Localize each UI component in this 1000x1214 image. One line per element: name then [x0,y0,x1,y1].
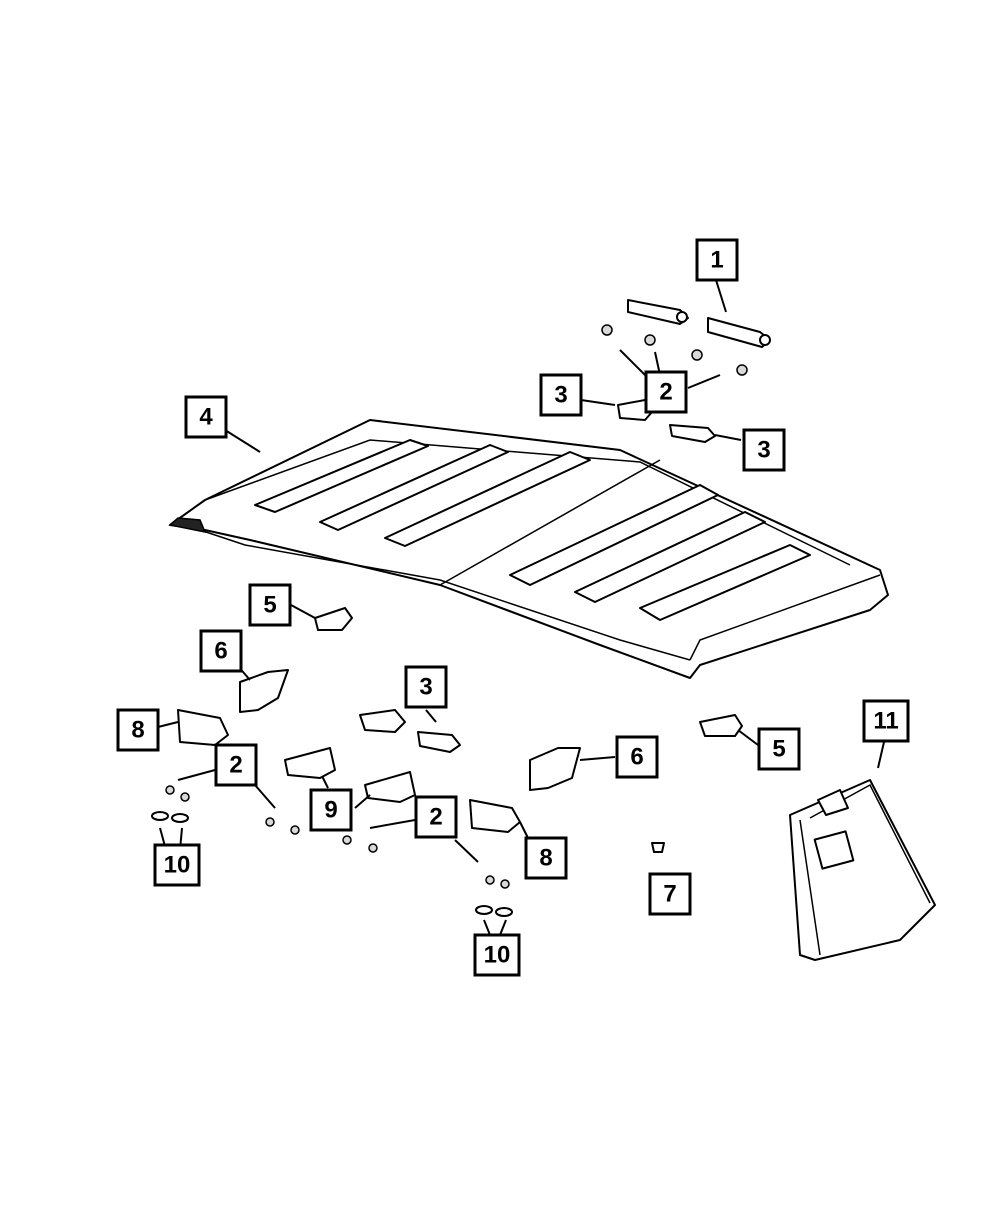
callout-label: 7 [663,881,676,908]
callout-10-right: 10 [473,933,521,977]
hinge-part-8 [177,709,521,833]
callout-10-left: 10 [153,843,201,887]
callout-label: 2 [659,379,672,406]
callout-label: 8 [131,717,144,744]
callout-label: 4 [199,404,213,431]
callout-7: 7 [648,872,692,916]
callout-4: 4 [184,395,228,439]
callout-label: 5 [263,592,276,619]
callout-label: 2 [229,752,242,779]
callout-label: 3 [419,674,432,701]
callout-label: 11 [873,708,898,735]
bracket-part-5 [314,607,743,737]
callout-8-right: 8 [524,836,568,880]
callout-label: 5 [772,736,785,763]
callout-label: 8 [539,845,552,872]
bolts-part-2-top [601,324,748,376]
callout-label: 3 [554,382,567,409]
storage-bag-part-11 [789,779,936,961]
hard-top-roof-panel [168,419,889,679]
latch-part-6 [239,669,581,791]
callout-5-left: 5 [248,583,292,627]
callout-9: 9 [309,788,353,832]
callout-1: 1 [695,238,739,282]
callout-6-left: 6 [199,629,243,673]
callout-label: 6 [214,638,227,665]
callout-6-right: 6 [615,735,659,779]
bolts-part-2-lower [165,785,510,889]
callout-11: 11 [862,699,910,743]
callout-label: 10 [484,942,511,969]
bracket-part-3-top [617,399,716,443]
nut-part-7 [651,842,665,853]
callout-label: 3 [757,437,770,464]
callout-label: 6 [630,744,643,771]
bracket-part-9 [284,747,416,803]
callout-3-middle: 3 [404,665,448,709]
latch-handle-part-1 [627,299,771,348]
callout-label: 2 [429,804,442,831]
bracket-part-3-lower [359,709,461,753]
callout-3-top-left: 3 [539,373,583,417]
leader-lines [157,279,885,936]
callout-2-top: 2 [644,370,688,414]
callout-5-right: 5 [757,727,801,771]
callout-8-left: 8 [116,708,160,752]
callout-label: 1 [710,247,723,274]
caps-part-10 [151,811,513,917]
callout-2-left: 2 [214,743,258,787]
callout-2-middle: 2 [414,795,458,839]
callout-label: 9 [324,797,337,824]
callout-3-top-right: 3 [742,428,786,472]
callout-label: 10 [164,852,191,879]
